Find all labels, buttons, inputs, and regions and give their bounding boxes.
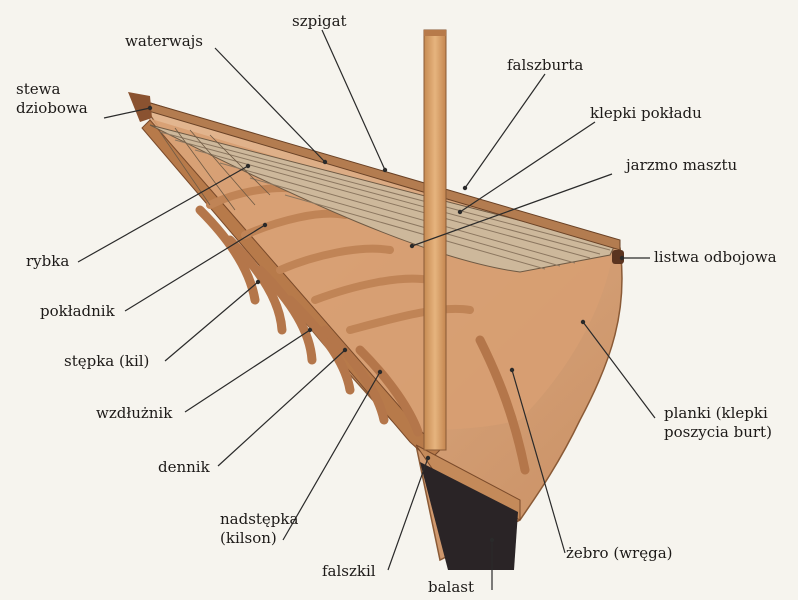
label-rybka: rybka: [26, 252, 69, 271]
hull-interior: [148, 118, 612, 430]
label-listwa-odbojowa: listwa odbojowa: [654, 248, 777, 267]
label-nadstepka-kilson: nadstępka (kilson): [220, 510, 298, 548]
label-wzdluznik: wzdłużnik: [96, 404, 172, 423]
label-planki: planki (klepki poszycia burt): [664, 404, 772, 442]
label-klepki-pokladu: klepki pokładu: [590, 104, 702, 123]
label-balast: balast: [428, 578, 474, 597]
label-stepka-kil: stępka (kil): [64, 352, 149, 371]
label-jarzmo-masztu: jarzmo masztu: [626, 156, 737, 175]
label-waterwajs: waterwajs: [125, 32, 203, 51]
label-szpigat: szpigat: [292, 12, 347, 31]
label-pokladnik: pokładnik: [40, 302, 115, 321]
label-dennik: dennik: [158, 458, 210, 477]
label-stewa-dziobowa: stewa dziobowa: [16, 80, 88, 118]
label-zebro-wrega: żebro (wręga): [566, 544, 673, 563]
mast-top: [424, 30, 446, 36]
label-falszkil: falszkil: [322, 562, 376, 581]
label-falszburta: falszburta: [507, 56, 583, 75]
